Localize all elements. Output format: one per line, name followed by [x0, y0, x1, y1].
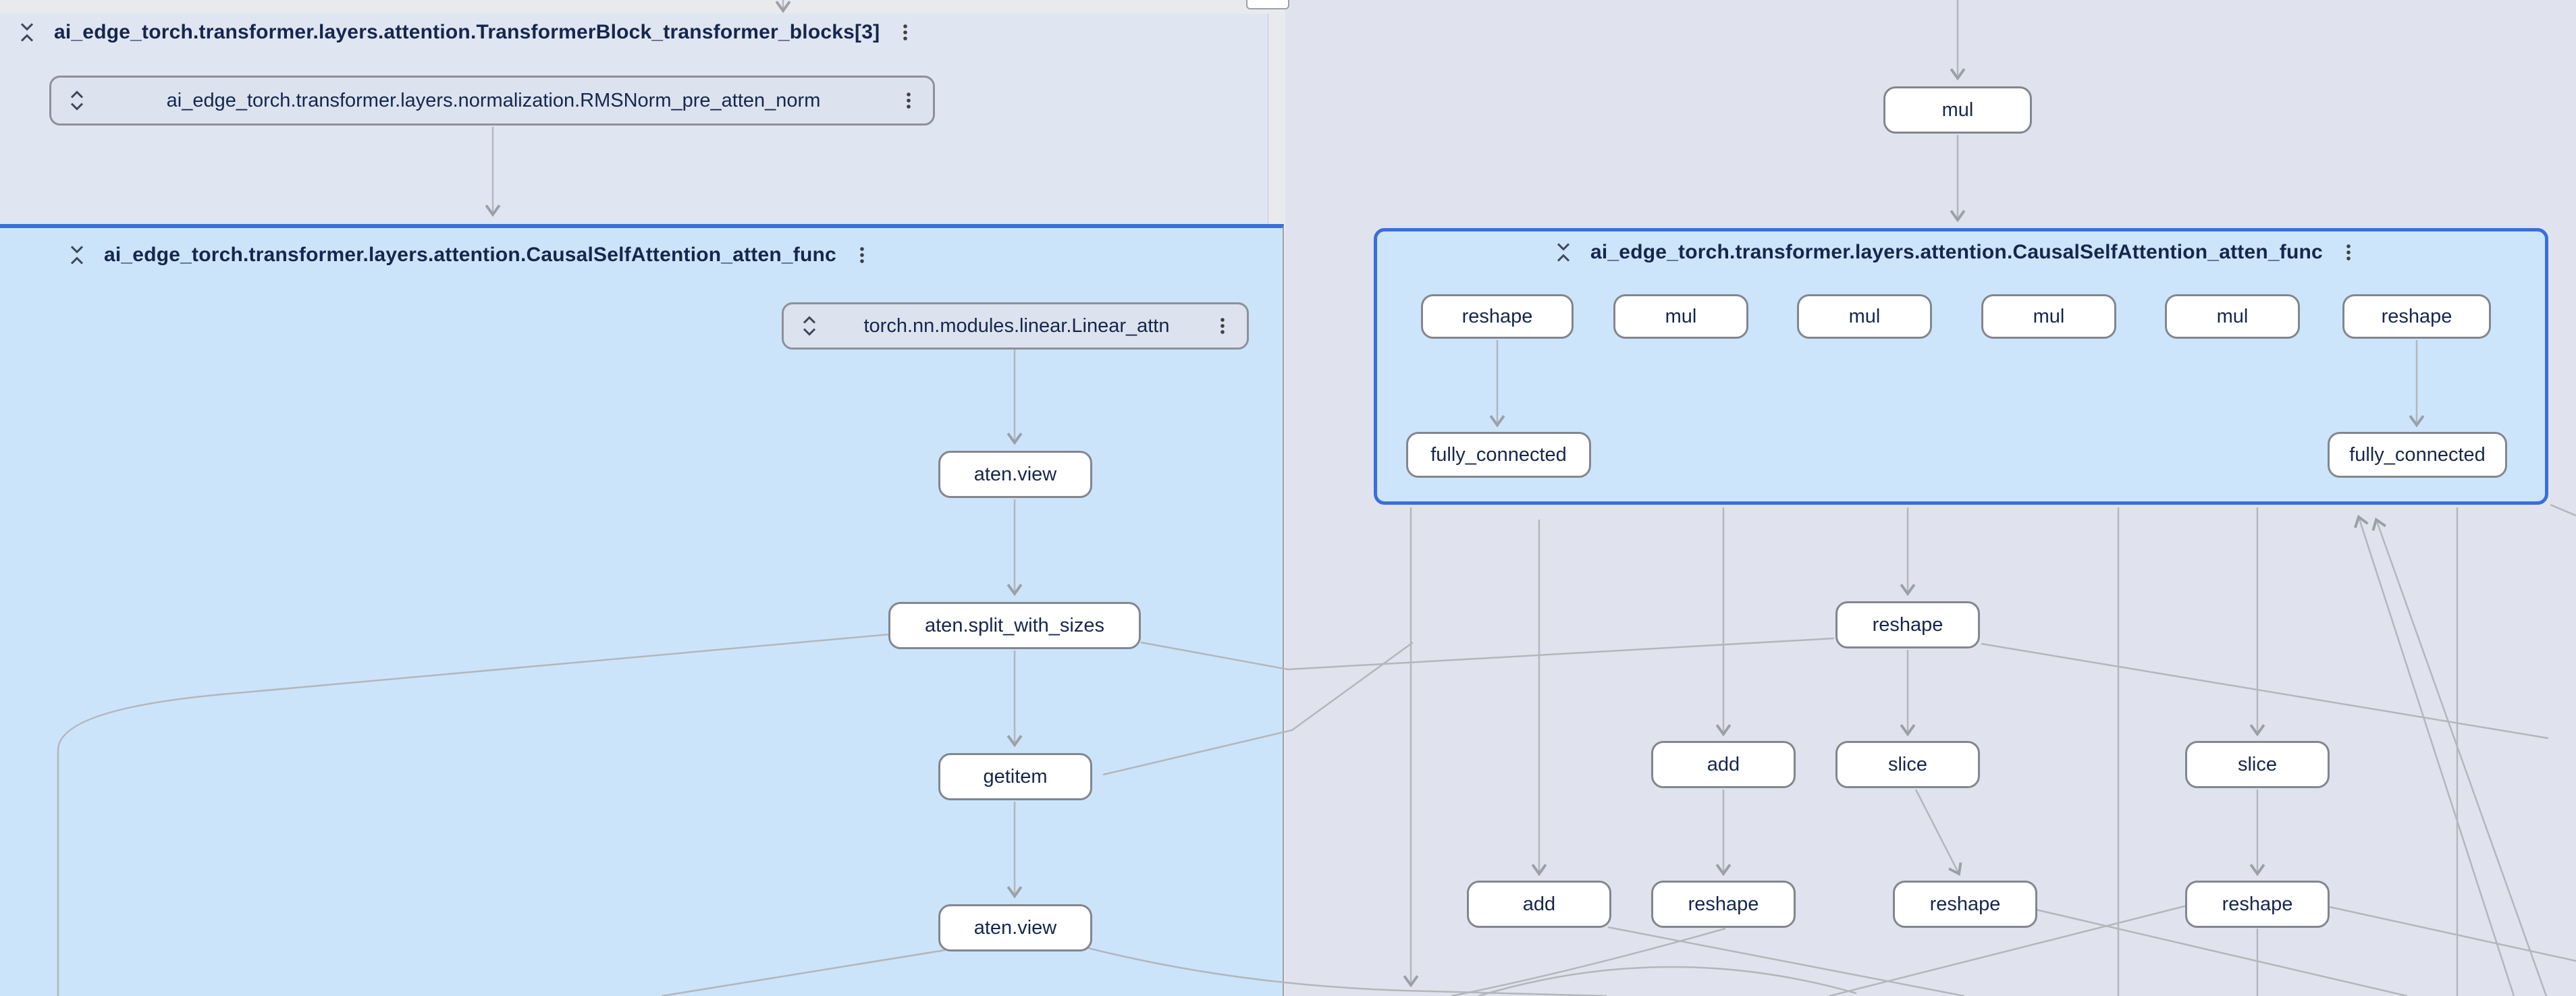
op-node-fully-connected-2[interactable]: fully_connected [2328, 432, 2507, 478]
op-node-aten-view-2[interactable]: aten.view [938, 904, 1092, 951]
op-node-add-b[interactable]: add [1467, 881, 1611, 928]
op-label: add [1522, 893, 1556, 915]
op-label: slice [2237, 753, 2277, 775]
op-node-aten-split-with-sizes[interactable]: aten.split_with_sizes [888, 602, 1141, 649]
op-node-getitem[interactable]: getitem [938, 753, 1092, 800]
op-node-mul-r1[interactable]: mul [1613, 294, 1748, 339]
op-label: getitem [983, 765, 1048, 787]
collapse-icon[interactable] [1553, 242, 1574, 263]
kebab-menu-icon[interactable] [899, 90, 918, 111]
op-label: mul [1665, 305, 1697, 327]
op-label: add [1707, 753, 1740, 775]
op-node-slice-a[interactable]: slice [1835, 741, 1980, 788]
op-label: fully_connected [2349, 443, 2486, 466]
transformer-block-header[interactable]: ai_edge_torch.transformer.layers.attenti… [16, 18, 915, 47]
collapse-icon[interactable] [16, 22, 38, 43]
op-label: reshape [2222, 893, 2293, 915]
op-label: aten.split_with_sizes [925, 614, 1104, 636]
clipped-node-fragment [1246, 0, 1289, 9]
op-node-reshape-b1[interactable]: reshape [1651, 881, 1796, 928]
panel-title: ai_edge_torch.transformer.layers.attenti… [54, 21, 880, 43]
op-label: aten.view [973, 463, 1057, 485]
layer-node-label: torch.nn.modules.linear.Linear_attn [863, 314, 1170, 337]
layer-node-linear-attn[interactable]: torch.nn.modules.linear.Linear_attn [782, 302, 1249, 350]
op-node-mul-r2[interactable]: mul [1797, 294, 1932, 339]
op-label: slice [1887, 753, 1927, 775]
op-label: aten.view [973, 916, 1057, 939]
panel-title: ai_edge_torch.transformer.layers.attenti… [104, 244, 836, 266]
collapse-icon[interactable] [66, 244, 88, 266]
op-label: reshape [1688, 893, 1759, 915]
expand-icon[interactable] [66, 90, 88, 111]
op-node-reshape-r2[interactable]: reshape [2342, 294, 2491, 339]
op-label: reshape [1461, 305, 1533, 327]
op-node-add-a[interactable]: add [1651, 741, 1796, 788]
attention-right-header[interactable]: ai_edge_torch.transformer.layers.attenti… [1553, 238, 2358, 267]
op-label: reshape [1872, 613, 1943, 636]
op-label: reshape [2381, 305, 2452, 327]
op-node-mul-top[interactable]: mul [1883, 86, 2032, 134]
op-node-aten-view[interactable]: aten.view [938, 451, 1092, 498]
kebab-menu-icon[interactable] [853, 244, 871, 266]
op-node-fully-connected-1[interactable]: fully_connected [1406, 432, 1591, 478]
kebab-menu-icon[interactable] [896, 22, 915, 43]
op-label: fully_connected [1430, 443, 1567, 466]
op-node-reshape-r1[interactable]: reshape [1421, 294, 1574, 339]
panel-title: ai_edge_torch.transformer.layers.attenti… [1590, 241, 2323, 263]
op-node-reshape-b2[interactable]: reshape [1893, 881, 2037, 928]
attention-left-header[interactable]: ai_edge_torch.transformer.layers.attenti… [66, 240, 871, 270]
op-label: mul [2216, 305, 2249, 327]
op-label: reshape [1929, 893, 2001, 915]
expand-icon[interactable] [799, 315, 820, 337]
op-node-mul-r3[interactable]: mul [1981, 294, 2116, 339]
op-label: mul [1848, 305, 1881, 327]
op-node-mul-r4[interactable]: mul [2165, 294, 2300, 339]
op-label: mul [2033, 305, 2065, 327]
op-node-slice-b[interactable]: slice [2185, 741, 2330, 788]
kebab-menu-icon[interactable] [2339, 242, 2358, 263]
layer-node-rmsnorm[interactable]: ai_edge_torch.transformer.layers.normali… [49, 76, 935, 126]
layer-node-label: ai_edge_torch.transformer.layers.normali… [166, 89, 821, 111]
op-node-reshape-mid[interactable]: reshape [1835, 601, 1980, 648]
op-label: mul [1941, 99, 1974, 121]
op-node-reshape-b3[interactable]: reshape [2185, 881, 2330, 928]
kebab-menu-icon[interactable] [1213, 315, 1232, 337]
